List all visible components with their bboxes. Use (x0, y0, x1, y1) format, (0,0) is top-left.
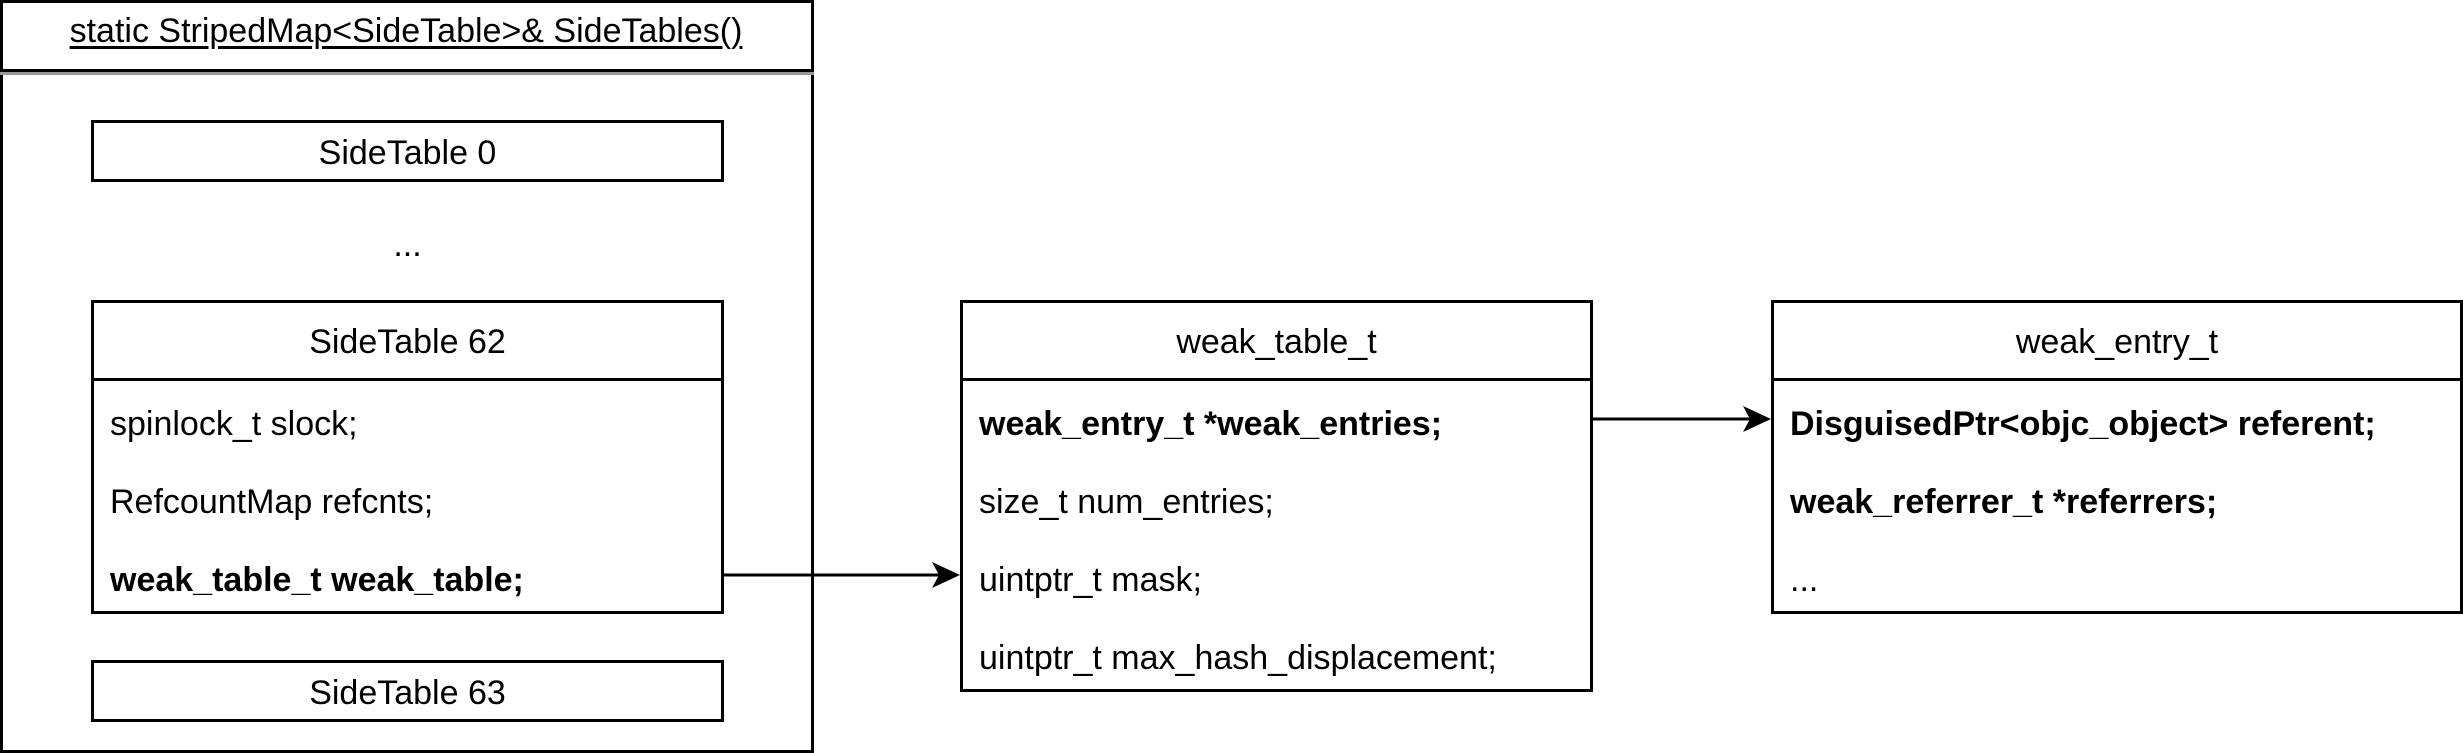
weak-entry-field-ellipsis: ... (1790, 561, 1819, 599)
arrow-weak-entries-to-weak-entry-t (1593, 406, 1771, 432)
weak-table-field-max-hash-displacement: uintptr_t max_hash_displacement; (979, 639, 1497, 677)
sidetable-0-box: SideTable 0 (91, 120, 724, 182)
sidetable-62-box: SideTable 62 spinlock_t slock; RefcountM… (91, 300, 724, 614)
weak-table-field-num-entries: size_t num_entries; (979, 483, 1274, 521)
stripedmap-header-divider-dark (0, 69, 814, 72)
weak-entry-field-referrers: weak_referrer_t *referrers; (1790, 483, 2218, 521)
arrow-weak-table-to-weak-table-t (724, 562, 960, 588)
sidetable-63-title: SideTable 63 (309, 674, 506, 712)
weak-entry-field-referent: DisguisedPtr<objc_object> referent; (1790, 405, 2376, 443)
sidetables-ellipsis: ... (393, 226, 422, 264)
sidetable-0-title: SideTable 0 (318, 134, 497, 172)
weak-entry-title: weak_entry_t (2015, 323, 2219, 361)
sidetable-62-field-weak-table: weak_table_t weak_table; (110, 561, 524, 599)
sidetable-62-field-slock: spinlock_t slock; (110, 405, 358, 443)
sidetable-62-field-refcnts: RefcountMap refcnts; (110, 483, 434, 521)
sidetable-62-divider (94, 378, 721, 381)
weak-entry-divider (1774, 378, 2460, 381)
sidetable-63-box: SideTable 63 (91, 660, 724, 722)
weak-table-title: weak_table_t (1176, 323, 1377, 361)
sidetable-62-title: SideTable 62 (309, 323, 506, 361)
weak-entry-box: weak_entry_t DisguisedPtr<objc_object> r… (1771, 300, 2463, 614)
weak-table-box: weak_table_t weak_entry_t *weak_entries;… (960, 300, 1593, 692)
weak-table-divider (963, 378, 1590, 381)
stripedmap-header: static StripedMap<SideTable>& SideTables… (69, 12, 743, 50)
weak-table-field-weak-entries: weak_entry_t *weak_entries; (979, 405, 1443, 443)
stripedmap-header-divider (0, 72, 814, 75)
weak-table-field-mask: uintptr_t mask; (979, 561, 1202, 599)
